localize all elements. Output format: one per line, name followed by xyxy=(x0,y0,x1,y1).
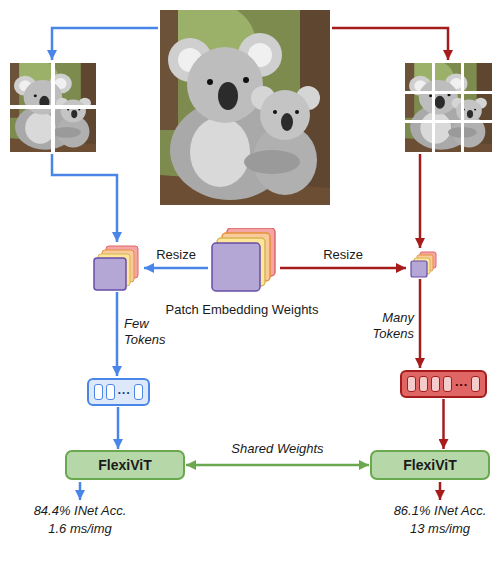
token-square xyxy=(407,376,416,392)
model-box: FlexiViT xyxy=(370,450,490,480)
weights-stack-icon xyxy=(207,228,277,298)
koala-photo xyxy=(145,0,330,205)
annotation-label: Resize xyxy=(323,247,363,263)
annotation-label: 1.6 ms/img xyxy=(48,521,112,537)
annotation-label: Resize xyxy=(156,247,196,263)
annotation-label: 13 ms/img xyxy=(410,521,470,537)
model-name: FlexiViT xyxy=(403,457,456,473)
token-bar: ··· xyxy=(400,370,487,398)
annotation-label: 84.4% INet Acc. xyxy=(34,503,127,519)
weights-stack: Patch Embedding Weights xyxy=(166,228,319,318)
token-square xyxy=(106,384,115,400)
model-box: FlexiViT xyxy=(65,450,185,480)
small-weights-stack xyxy=(94,246,138,290)
stack-caption: Patch Embedding Weights xyxy=(166,302,319,318)
ellipsis-text: ··· xyxy=(118,385,131,400)
annotation-label: 86.1% INet Acc. xyxy=(394,503,487,519)
token-square xyxy=(471,376,480,392)
connector-arrow xyxy=(117,407,120,449)
many-patches xyxy=(397,58,492,152)
token-square xyxy=(431,376,440,392)
token-square xyxy=(94,384,103,400)
model-name: FlexiViT xyxy=(98,457,151,473)
edge-label: Shared Weights xyxy=(229,441,325,457)
token-square xyxy=(443,376,452,392)
ellipsis-text: ··· xyxy=(455,377,468,392)
connector-arrow xyxy=(442,399,445,449)
token-bar: ··· xyxy=(87,378,150,406)
few-patches xyxy=(2,58,96,152)
flow-arrows xyxy=(52,28,448,500)
annotation-label: Many Tokens xyxy=(362,310,414,342)
token-square xyxy=(134,384,143,400)
annotation-label: Few Tokens xyxy=(124,316,176,348)
token-square xyxy=(419,376,428,392)
weight-layer xyxy=(212,243,260,291)
connector-arrow xyxy=(186,464,369,467)
tiny-weights-stack xyxy=(411,252,436,277)
